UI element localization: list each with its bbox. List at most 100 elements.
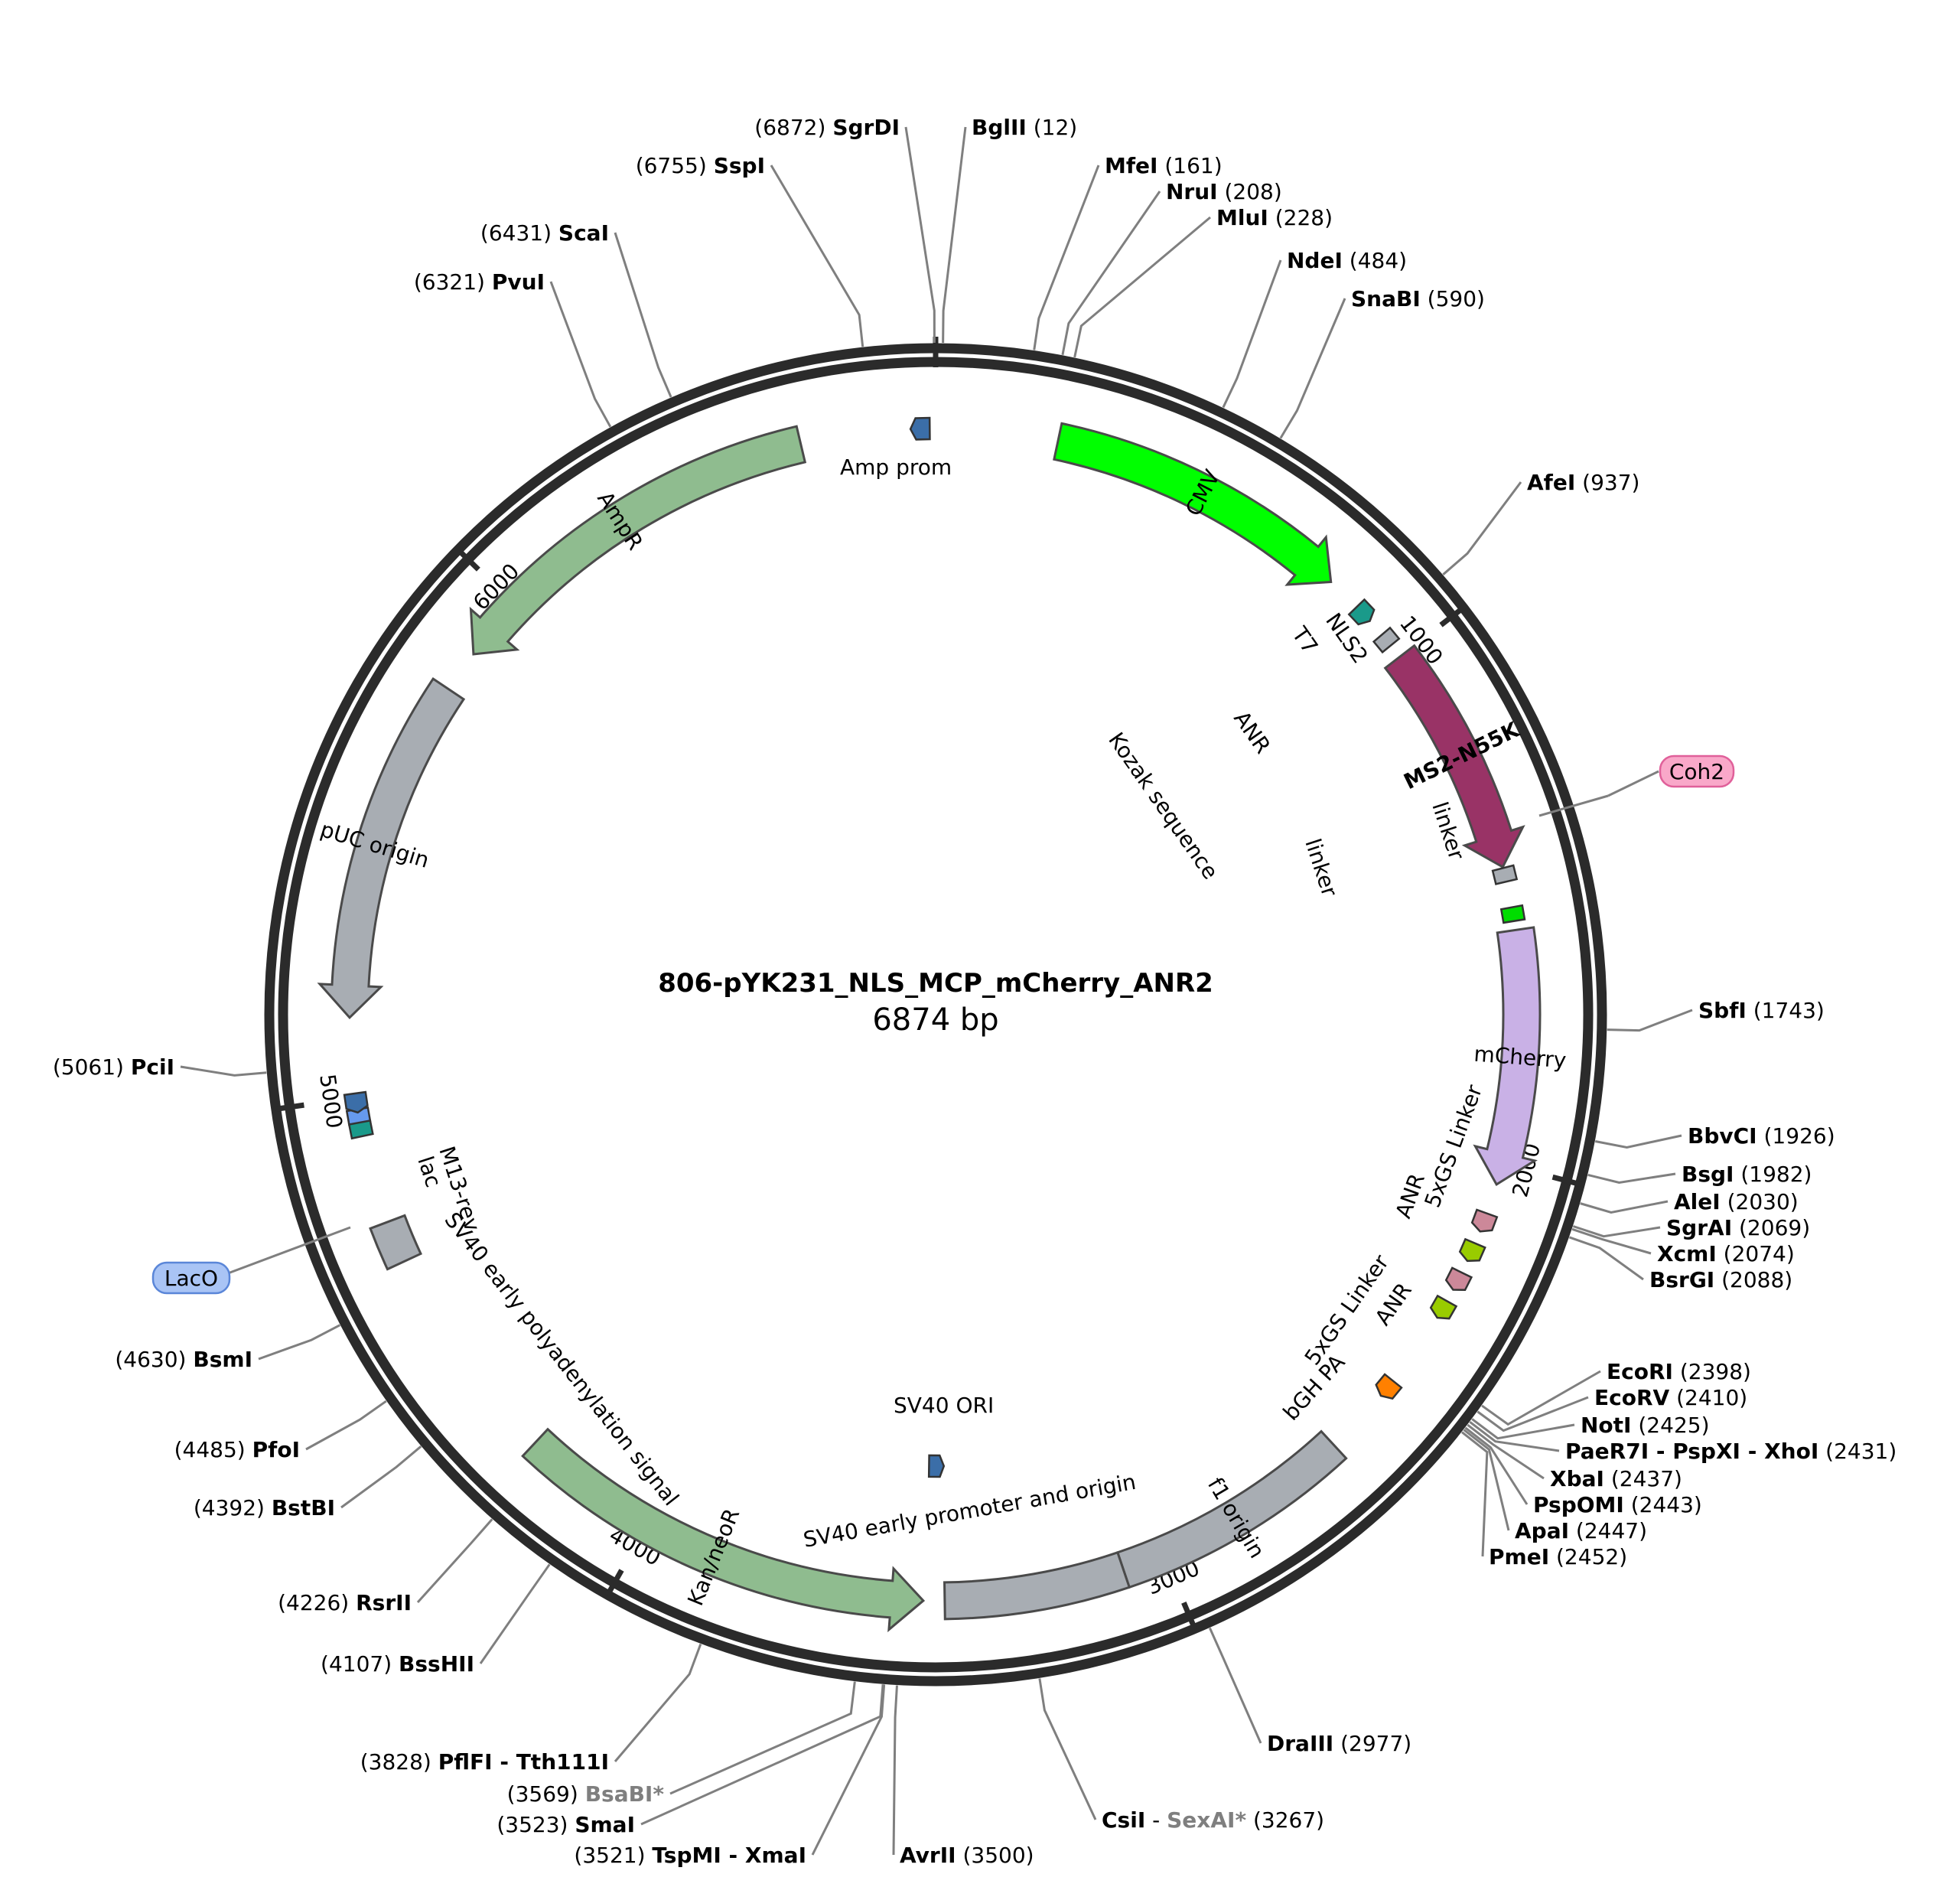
site-label-mfei: MfeI (161) <box>1105 153 1223 178</box>
tick-4000 <box>604 1569 624 1597</box>
site-label-bbvci: BbvCI (1926) <box>1688 1123 1835 1149</box>
site-label-bsshii: (4107) BssHII <box>321 1651 474 1677</box>
site-label-pflfi-tth111i: (3828) PflFI - Tth111I <box>360 1749 609 1775</box>
site-leader-nrui <box>1061 191 1161 356</box>
site-leader-afei <box>1442 481 1522 575</box>
laco-tag-box <box>151 1261 231 1295</box>
site-label-apai: ApaI (2447) <box>1515 1518 1647 1543</box>
site-leader-scai <box>614 232 672 398</box>
site-label-sgrdi: (6872) SgrDI <box>754 115 900 140</box>
site-label-sspi: (6755) SspI <box>636 153 765 178</box>
site-label-xbai: XbaI (2437) <box>1550 1466 1682 1491</box>
site-leader-smai <box>640 1684 884 1826</box>
small-feature-amp-prom <box>909 416 931 441</box>
label-linker-2: linker <box>1300 836 1342 900</box>
site-label-bsabi-: (3569) BsaBI* <box>507 1781 665 1807</box>
site-label-alei: AleI (2030) <box>1674 1189 1799 1214</box>
site-leader-bstbi <box>340 1445 422 1509</box>
feature-puc-origin <box>317 676 466 1020</box>
site-leader-pcii <box>180 1065 267 1077</box>
site-label-pspomi: PspOMI (2443) <box>1533 1492 1702 1517</box>
site-label-ecori: EcoRI (2398) <box>1607 1359 1751 1384</box>
site-label-nrui: NruI (208) <box>1166 179 1282 204</box>
label-kozak: Kozak sequence <box>1103 728 1223 884</box>
site-leader-sgrai <box>1572 1225 1661 1238</box>
site-label-sgrai: SgrAI (2069) <box>1666 1215 1810 1240</box>
site-leader-bsshii <box>479 1563 551 1664</box>
feature-segment-6 <box>369 1214 422 1271</box>
site-label-ecorv: EcoRV (2410) <box>1594 1385 1747 1410</box>
plasmid-name: 806-pYK231_NLS_MCP_mCherry_ANR2 <box>658 968 1213 999</box>
tick-3000 <box>1181 1601 1198 1631</box>
site-leader-pspomi <box>1464 1426 1529 1505</box>
site-label-smai: (3523) SmaI <box>497 1812 635 1837</box>
feature-label-mcherry: mCherry <box>1473 1041 1567 1074</box>
tick-1000 <box>1439 605 1466 627</box>
site-leader-ndei <box>1222 259 1282 409</box>
site-leader-bsabi- <box>669 1681 856 1795</box>
tick-label-5000: 5000 <box>314 1073 347 1130</box>
label-sv40-ori: SV40 ORI <box>894 1393 994 1418</box>
site-label-snabi: SnaBI (590) <box>1351 286 1485 311</box>
tick-6000 <box>455 547 480 572</box>
site-leader-tspmi-xmai <box>811 1684 886 1856</box>
small-feature-t7 <box>1347 598 1376 626</box>
feature-kan-neor <box>521 1427 926 1633</box>
site-leader-bglii <box>942 126 967 344</box>
label-anr-1: ANR <box>1229 706 1275 758</box>
laco-leader <box>227 1226 351 1275</box>
plasmid-length: 6874 bp <box>872 1002 998 1038</box>
site-leader-pvui <box>549 281 612 428</box>
site-leader-ecorv <box>1477 1396 1589 1432</box>
site-label-noti: NotI (2425) <box>1581 1413 1710 1438</box>
site-label-draiii: DraIII (2977) <box>1267 1731 1411 1756</box>
site-label-pmei: PmeI (2452) <box>1489 1544 1627 1569</box>
site-label-pvui: (6321) PvuI <box>414 269 545 295</box>
small-feature-bgh-pa <box>1375 1373 1403 1400</box>
label-linker-1: linker <box>1427 799 1469 863</box>
small-feature-nls2 <box>1372 626 1401 654</box>
coh2-leader-2 <box>1607 770 1659 797</box>
small-feature-anr <box>1429 1294 1458 1320</box>
label-amp-prom: Amp prom <box>840 455 952 480</box>
site-leader-mfei <box>1033 165 1100 350</box>
site-label-ndei: NdeI (484) <box>1287 248 1407 273</box>
site-leader-ecori <box>1481 1370 1601 1426</box>
site-leader-pflfi-tth111i <box>614 1643 702 1762</box>
site-leader-paer7i-pspxi-xhoi <box>1469 1421 1560 1452</box>
site-label-bsgi: BsgI (1982) <box>1682 1162 1812 1187</box>
site-label-afei: AfeI (937) <box>1527 470 1639 495</box>
small-feature-laco <box>347 1119 374 1140</box>
site-leader-xcmi <box>1571 1227 1652 1255</box>
small-feature-linker <box>1499 904 1526 924</box>
site-label-scai: (6431) ScaI <box>480 220 609 246</box>
coh2-tag: Coh2 <box>1538 754 1735 817</box>
site-leader-rsrii <box>416 1518 493 1604</box>
small-feature-5xgs-linker <box>1470 1208 1499 1233</box>
site-leader-apai <box>1463 1429 1510 1531</box>
feature-mcherry <box>1473 926 1542 1186</box>
laco-tag: LacO <box>151 1226 351 1295</box>
site-leader-bbvci <box>1594 1134 1682 1149</box>
site-label-sbfi: SbfI (1743) <box>1698 998 1825 1023</box>
site-label-bglii: BglII (12) <box>972 115 1077 140</box>
feature-cmv <box>1053 422 1333 586</box>
label-t7: T7 <box>1287 621 1323 658</box>
site-label-xcmi: XcmI (2074) <box>1657 1241 1795 1266</box>
small-feature-linker <box>1491 864 1519 885</box>
site-label-mlui: MluI (228) <box>1216 205 1333 230</box>
small-feature-anr <box>1458 1237 1486 1263</box>
site-label-pcii: (5061) PciI <box>53 1054 174 1080</box>
site-leader-mlui <box>1073 216 1211 358</box>
site-leader-sbfi <box>1607 1009 1693 1032</box>
site-leader-avrii <box>892 1685 898 1856</box>
site-label-bsrgi: BsrGI (2088) <box>1649 1267 1792 1292</box>
coh2-leader <box>1538 794 1609 817</box>
small-feature-sv40-ori <box>927 1454 946 1478</box>
site-leader-noti <box>1471 1418 1575 1440</box>
site-leader-bsgi <box>1587 1172 1676 1184</box>
restriction-sites: (6872) SgrDI BglII (12) (6755) SspI MfeI (1… <box>53 115 1897 1868</box>
site-leader-xbai <box>1467 1423 1545 1480</box>
site-leader-pfoi <box>305 1400 387 1451</box>
